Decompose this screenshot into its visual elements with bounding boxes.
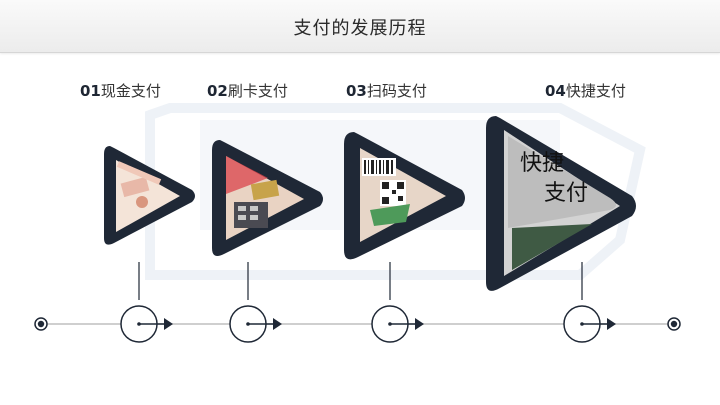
timeline-end-dot — [667, 317, 681, 331]
qr-payment-triangle — [344, 132, 465, 260]
step-label-qr: 03扫码支付 — [346, 82, 427, 100]
qr-code-icon — [364, 160, 406, 206]
card-payment-triangle — [212, 140, 323, 256]
step-label-cash: 01现金支付 — [80, 82, 161, 100]
timeline-node-qr — [371, 262, 424, 343]
step-label-quick: 04快捷支付 — [545, 82, 626, 100]
quick-pay-text-line1: 快捷 — [520, 151, 564, 176]
quick-payment-triangle: 快捷 支付 — [486, 116, 636, 291]
cash-payment-triangle — [104, 146, 195, 245]
step-label-card: 02刷卡支付 — [207, 82, 288, 100]
header-bar — [0, 0, 720, 53]
timeline-node-quick — [563, 262, 616, 343]
quick-pay-text-line2: 支付 — [544, 181, 588, 206]
page-title: 支付的发展历程 — [293, 18, 427, 39]
cash-icon — [120, 176, 150, 198]
timeline-start-dot — [34, 317, 48, 331]
timeline-node-card — [229, 262, 282, 343]
timeline-node-cash — [120, 262, 173, 343]
